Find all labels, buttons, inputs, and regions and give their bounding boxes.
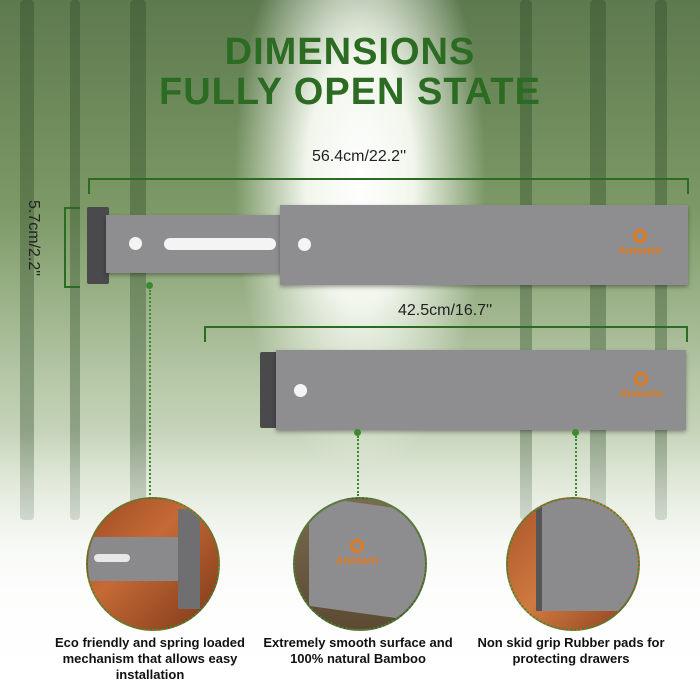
brand-logo-closed: Antowin [611,372,671,400]
divider-main-body: Antowin [280,205,688,285]
feature-caption-grip: Non skid grip Rubber pads for protecting… [477,635,665,666]
sun-icon [634,372,648,386]
divider-closed-body: Antowin [276,350,686,430]
brand-name: Antowin [618,245,662,257]
full-length-label: 56.4cm/22.2'' [312,148,407,165]
brand-logo: Antowin [610,229,670,257]
closed-length-label: 42.5cm/16.7'' [398,302,493,319]
divider-slide-arm [106,215,286,273]
detail-circle-grip [506,497,640,631]
feature-caption-surface: Extremely smooth surface and 100% natura… [263,635,453,666]
divider-end-cap [87,207,109,284]
feature-caption-spring: Eco friendly and spring loaded mechanism… [55,635,245,682]
height-line [64,207,66,287]
sun-icon [633,229,647,243]
detail-circle-spring [86,497,220,631]
full-length-line [88,178,688,180]
title-line-1: DIMENSIONS [224,31,476,73]
title-line-2: FULLY OPEN STATE [159,71,541,113]
divider-closed-end-cap [260,352,280,428]
closed-length-line [204,326,688,328]
sun-icon [350,539,364,553]
detail-circle-surface: Antowin [293,497,427,631]
height-label: 5.7cm/2.2" [25,200,42,276]
